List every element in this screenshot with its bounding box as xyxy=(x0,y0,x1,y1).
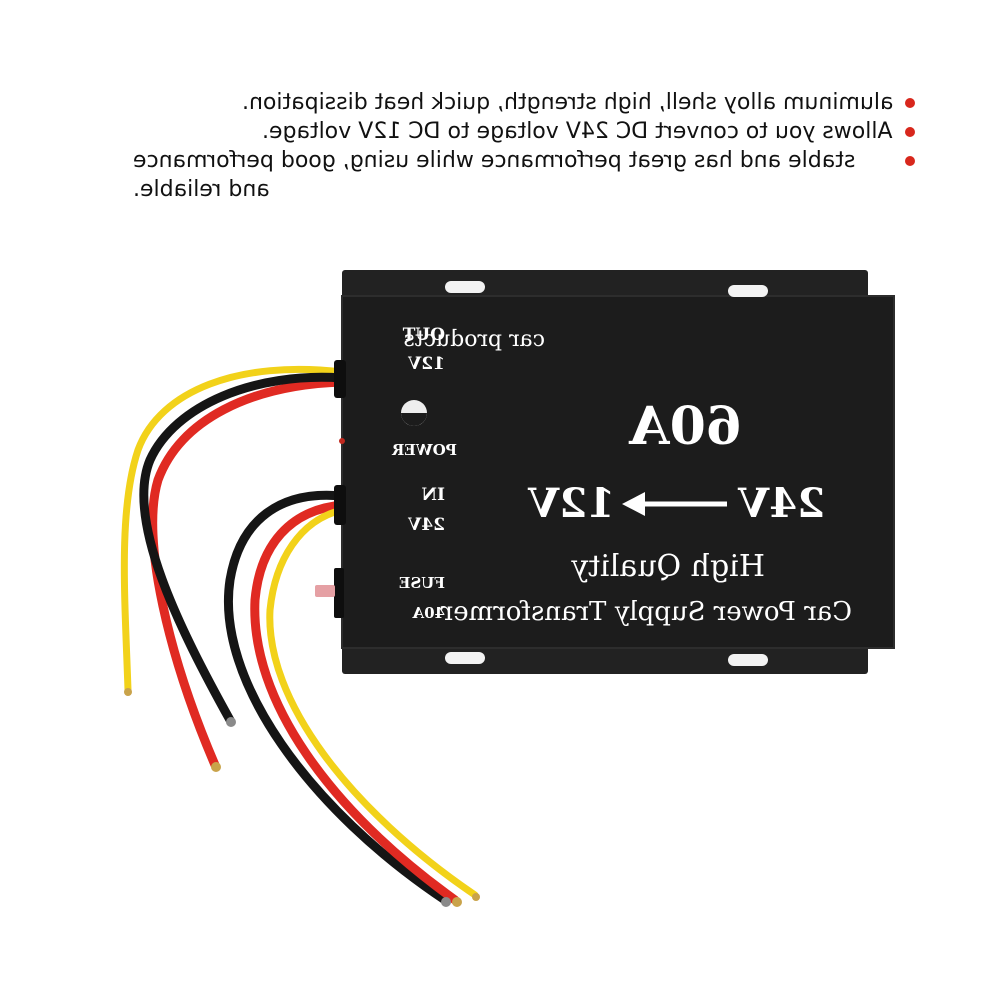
feature-item: Allows you to convert DC 24V voltage to … xyxy=(95,117,915,146)
mount-slot xyxy=(445,652,485,664)
bullet-dot-icon xyxy=(905,127,915,137)
red-wire-bottom xyxy=(250,500,460,905)
fuse-label: FUSE xyxy=(399,574,445,592)
feature-item: aluminum alloy shell, high strength, qui… xyxy=(95,88,915,117)
mount-slot xyxy=(445,281,485,293)
yellow-wire-bottom xyxy=(266,506,479,899)
wires xyxy=(120,365,480,907)
fuse-value: 40A xyxy=(412,604,445,622)
input-voltage: 24V xyxy=(737,480,825,527)
in-label: IN xyxy=(422,485,446,505)
power-led xyxy=(339,438,345,444)
feature-list: aluminum alloy shell, high strength, qui… xyxy=(95,88,915,204)
current-rating: 60A xyxy=(629,396,742,457)
fuse-tab xyxy=(315,585,335,597)
power-label: POWER xyxy=(391,441,457,459)
out-label: OUT xyxy=(402,325,445,345)
mount-slot xyxy=(728,285,768,297)
black-wire-bottom xyxy=(224,490,450,905)
headline: High Quality xyxy=(571,549,765,584)
bullet-dot-icon xyxy=(905,98,915,108)
mount-slot xyxy=(728,654,768,666)
feature-item: stable and has great performance while u… xyxy=(133,146,915,204)
black-wire-top xyxy=(139,372,347,725)
converter-case xyxy=(315,270,895,674)
brand-label: car products xyxy=(404,327,546,352)
subtitle: Car Power Supply Transformer xyxy=(440,597,852,627)
output-voltage: 12V xyxy=(527,480,615,527)
red-wire-top xyxy=(148,377,347,770)
yellow-wire-top xyxy=(120,365,346,694)
in-value: 24V xyxy=(407,515,445,535)
bullet-dot-icon xyxy=(905,156,915,166)
case-labels: car products OUT 12V POWER IN 24V FUSE 4… xyxy=(391,325,852,627)
out-value: 12V xyxy=(407,354,445,374)
